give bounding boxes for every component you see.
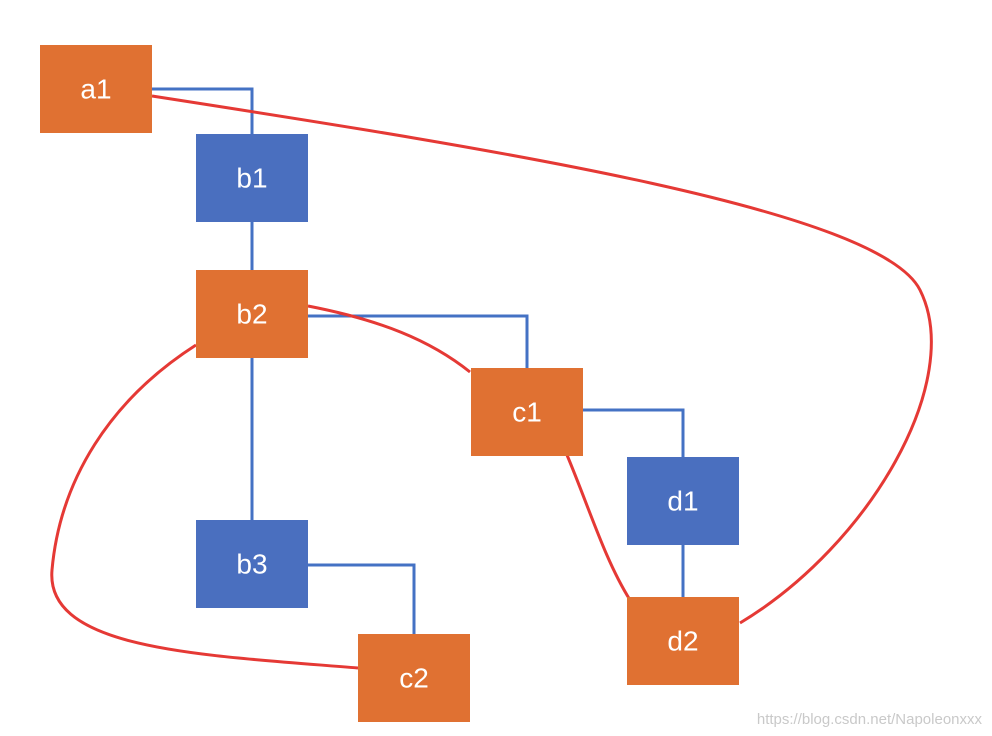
node-c1-box xyxy=(471,368,583,456)
node-c2: c2 xyxy=(358,634,470,722)
edge-b2-c1 xyxy=(308,314,529,368)
node-a1: a1 xyxy=(40,45,152,133)
node-b3-label: b3 xyxy=(236,549,267,580)
edge-b2-c2 xyxy=(50,343,359,670)
node-b1: b1 xyxy=(196,134,308,222)
edge-b2-c1-curve xyxy=(307,304,471,374)
node-c2-box xyxy=(358,634,470,722)
node-d2-box xyxy=(627,597,739,685)
node-d1-label: d1 xyxy=(667,486,698,517)
node-b1-label: b1 xyxy=(236,163,267,194)
node-c1-label: c1 xyxy=(512,397,542,428)
node-d1-box xyxy=(627,457,739,545)
edge-b3-c2 xyxy=(308,563,416,634)
node-c2-label: c2 xyxy=(399,663,429,694)
node-d2: d2 xyxy=(627,597,739,685)
node-b1-box xyxy=(196,134,308,222)
node-b2: b2 xyxy=(196,270,308,358)
edge-a1-b1 xyxy=(152,87,254,134)
node-a1-label: a1 xyxy=(80,74,111,105)
edge-a1-d2 xyxy=(151,94,933,625)
tree-edges xyxy=(152,87,685,634)
node-b2-box xyxy=(196,270,308,358)
edge-c1-d2 xyxy=(565,454,632,601)
node-d2-label: d2 xyxy=(667,626,698,657)
node-a1-box xyxy=(40,45,152,133)
extra-edges xyxy=(50,94,933,670)
edge-c1-d1 xyxy=(583,408,685,457)
node-d1: d1 xyxy=(627,457,739,545)
watermark-text: https://blog.csdn.net/Napoleonxxx xyxy=(756,711,982,728)
node-c1: c1 xyxy=(471,368,583,456)
node-b3: b3 xyxy=(196,520,308,608)
node-b2-label: b2 xyxy=(236,299,267,330)
node-b3-box xyxy=(196,520,308,608)
